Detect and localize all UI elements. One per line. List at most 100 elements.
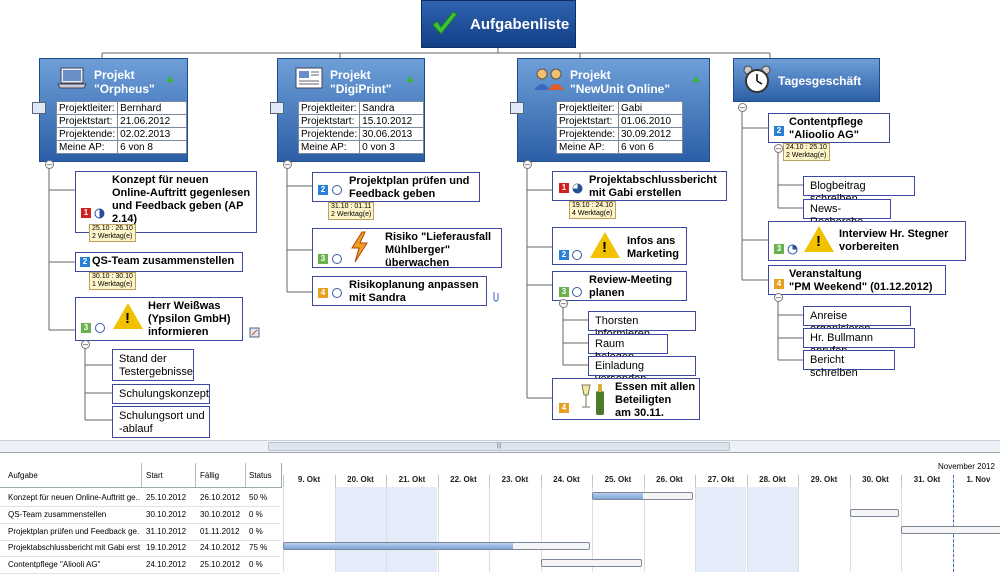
cell-task: QS-Team zusammenstellen	[8, 510, 140, 519]
day-header: 1. Nov	[953, 475, 1000, 487]
collapse-icon[interactable]: –	[559, 299, 568, 308]
task-interview[interactable]: Interview Hr. Stegner vorbereiten	[768, 221, 966, 261]
task-weisswas[interactable]: Herr Weißwas (Ypsilon GmbH) informieren	[75, 297, 243, 341]
gantt-bar[interactable]	[850, 509, 900, 517]
gantt-bar[interactable]	[901, 526, 1000, 534]
subtopic-news[interactable]: News-Recherche	[803, 199, 891, 219]
cell-start: 25.10.2012	[146, 493, 196, 502]
header-start[interactable]: Start	[146, 471, 163, 480]
root-topic-aufgabenliste[interactable]: Aufgabenliste	[421, 0, 576, 48]
project-digiprint[interactable]: Projekt "DigiPrint" Projektleiter:Sandra…	[277, 58, 425, 162]
header-status[interactable]: Status	[249, 471, 272, 480]
category-tagesgeschaeft[interactable]: Tagesgeschäft	[733, 58, 880, 102]
warning-icon: !	[804, 226, 834, 252]
cell-task: Projektabschlussbericht mit Gabi erst...	[8, 543, 140, 552]
collapse-triangle-icon[interactable]	[692, 76, 700, 82]
subtopic-anreise[interactable]: Anreise organisieren	[803, 306, 911, 326]
collapse-icon[interactable]: –	[523, 160, 532, 169]
month-boundary-line	[953, 475, 954, 572]
cell-due: 30.10.2012	[200, 510, 245, 519]
priority-3-icon: 3	[81, 323, 91, 333]
gantt-bar-progress	[593, 493, 643, 499]
day-header: 30. Okt	[850, 475, 901, 487]
header-task[interactable]: Aufgabe	[8, 471, 38, 480]
project-orpheus[interactable]: Projekt "Orpheus" Projektleiter:Bernhard…	[39, 58, 188, 162]
subtopic-schulungskonzept[interactable]: Schulungskonzept	[112, 384, 210, 404]
table-icon[interactable]	[270, 102, 284, 114]
cell-due: 26.10.2012	[200, 493, 245, 502]
collapse-triangle-icon[interactable]	[406, 76, 414, 82]
lightning-icon	[348, 231, 370, 263]
project-newunit-online[interactable]: Projekt "NewUnit Online" Projektleiter:G…	[517, 58, 710, 162]
project-properties-table: Projektleiter:Sandra Projektstart:15.10.…	[298, 101, 424, 154]
horizontal-scrollbar[interactable]: |||	[0, 440, 1000, 452]
scrollbar-thumb[interactable]: |||	[268, 442, 730, 451]
paperclip-icon[interactable]	[491, 290, 500, 302]
cell-start: 24.10.2012	[146, 560, 196, 569]
project-title: Projekt "Orpheus"	[94, 68, 155, 96]
table-icon[interactable]	[32, 102, 46, 114]
cell-status: 75 %	[249, 543, 279, 552]
subtopic-einladung[interactable]: Einladung versenden	[588, 356, 696, 376]
category-title: Tagesgeschäft	[778, 74, 861, 88]
collapse-icon[interactable]: –	[81, 340, 90, 349]
note-icon[interactable]	[249, 327, 260, 338]
progress-empty-icon	[572, 287, 582, 297]
day-header: 31. Okt	[901, 475, 952, 487]
cell-due: 25.10.2012	[200, 560, 245, 569]
collapse-icon[interactable]: –	[45, 160, 54, 169]
day-header: 23. Okt	[489, 475, 540, 487]
project-properties-table: Projektleiter:Gabi Projektstart:01.06.20…	[556, 101, 683, 154]
day-header: 25. Okt	[592, 475, 643, 487]
collapse-triangle-icon[interactable]	[166, 76, 174, 82]
task-review-meeting[interactable]: Review-Meeting planen	[552, 271, 687, 301]
gantt-bar[interactable]	[541, 559, 642, 567]
progress-empty-icon	[572, 250, 582, 260]
priority-3-icon: 3	[559, 287, 569, 297]
alarm-clock-icon	[742, 64, 772, 96]
collapse-icon[interactable]: –	[283, 160, 292, 169]
task-veranstaltung[interactable]: Veranstaltung "PM Weekend" (01.12.2012)	[768, 265, 946, 295]
day-column	[386, 487, 437, 572]
header-due[interactable]: Fällig	[200, 471, 219, 480]
gantt-bar[interactable]	[592, 492, 693, 500]
subtopic-schulungsort[interactable]: Schulungsort und -ablauf	[112, 406, 210, 438]
cell-task: Konzept für neuen Online-Auftritt ge...	[8, 493, 140, 502]
day-header: 20. Okt	[335, 475, 386, 487]
collapse-icon[interactable]: –	[738, 103, 747, 112]
task-essen[interactable]: Essen mit allen Beteiligten am 30.11.	[552, 378, 700, 420]
collapse-icon[interactable]: –	[774, 293, 783, 302]
newspaper-icon	[294, 66, 324, 90]
day-column	[335, 487, 386, 572]
cell-status: 0 %	[249, 510, 279, 519]
cell-start: 30.10.2012	[146, 510, 196, 519]
collapse-icon[interactable]: –	[774, 144, 783, 153]
project-title: Projekt "DigiPrint"	[330, 68, 391, 96]
date-badge: 24.10 : 25.10 2 Werktag(e)	[783, 143, 830, 161]
task-qs-team[interactable]: QS-Team zusammenstellen	[75, 252, 243, 272]
date-badge: 30.10 : 30.10 1 Werktag(e)	[89, 272, 136, 290]
champagne-icon	[578, 381, 608, 417]
mind-map-canvas[interactable]: Aufgabenliste Projekt "Orpheus" Projektl…	[0, 0, 1000, 440]
subtopic-bullmann[interactable]: Hr. Bullmann anrufen	[803, 328, 915, 348]
day-header: 28. Okt	[747, 475, 798, 487]
day-header: 22. Okt	[438, 475, 489, 487]
priority-4-icon: 4	[559, 403, 569, 413]
task-contentpflege[interactable]: Contentpflege "Alioolio AG"	[768, 113, 890, 143]
cell-start: 31.10.2012	[146, 527, 196, 536]
subtopic-raum[interactable]: Raum belegen	[588, 334, 668, 354]
subtopic-thorsten[interactable]: Thorsten informieren	[588, 311, 696, 331]
day-header: 26. Okt	[644, 475, 695, 487]
subtopic-blog[interactable]: Blogbeitrag schreiben	[803, 176, 915, 196]
priority-2-icon: 2	[318, 185, 328, 195]
cell-due: 01.11.2012	[200, 527, 245, 536]
gantt-bar[interactable]	[283, 542, 590, 550]
project-title: Projekt "NewUnit Online"	[570, 68, 670, 96]
subtopic-stand[interactable]: Stand der Testergebnisse	[112, 349, 194, 381]
gantt-panel[interactable]: Aufgabe Start Fällig Status November 201…	[0, 452, 1000, 571]
table-icon[interactable]	[510, 102, 524, 114]
priority-3-icon: 3	[774, 244, 784, 254]
subtopic-bericht[interactable]: Bericht schreiben	[803, 350, 895, 370]
